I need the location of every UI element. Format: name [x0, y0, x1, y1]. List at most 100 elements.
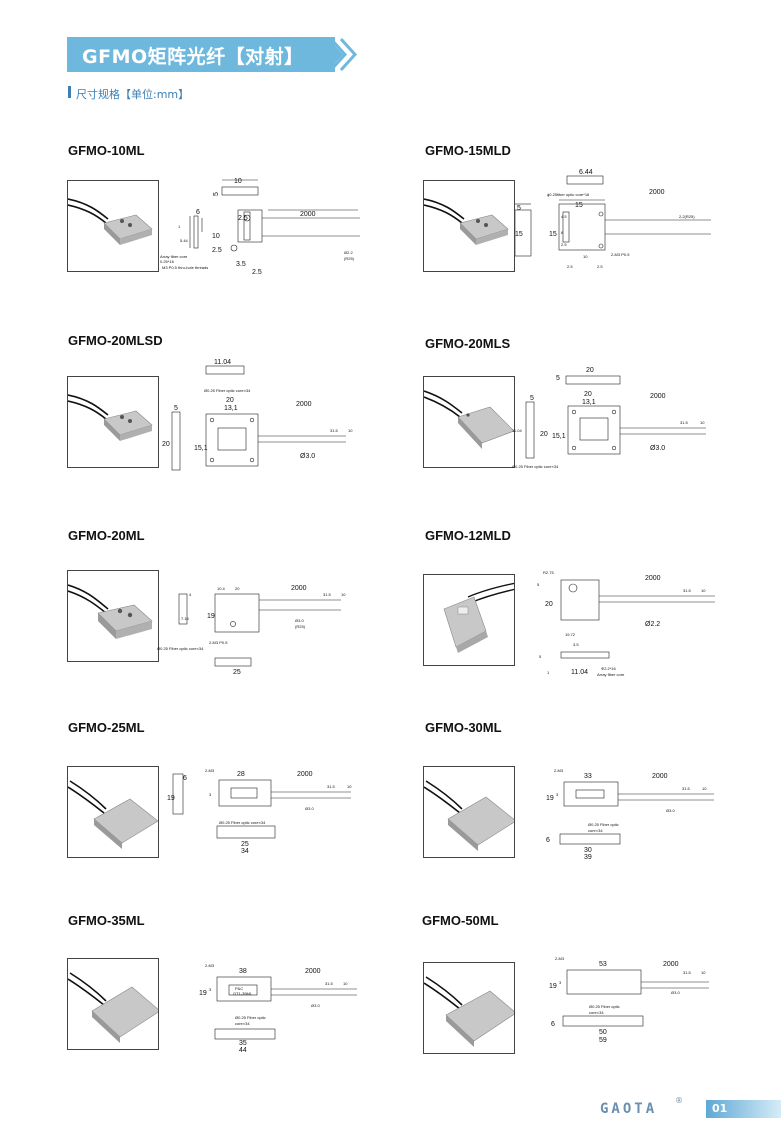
subtitle: 尺寸规格【单位:mm】	[76, 88, 190, 101]
dim-label: 19	[167, 795, 175, 802]
dim-label: 34	[241, 848, 249, 855]
model-title-25ml: GFMO-25ML	[68, 720, 145, 735]
model-title-10ml: GFMO-10ML	[68, 143, 145, 158]
dim-label: 53	[599, 961, 607, 968]
drawing-50ml: 2-M3 53 2000 19 3 31.5 10 Ø3.0 Ø0.25 Fib…	[549, 956, 709, 1044]
dim-label: 5	[537, 582, 540, 587]
drawing-20mls: 20 5 20 13,1 2000 5 11.04 20 15,1 31.5 1…	[512, 367, 706, 469]
dim-label: 10	[700, 420, 705, 425]
dim-label: 3.5	[573, 642, 579, 647]
dim-label: ϕ0.25fiber optic core*16	[547, 192, 590, 197]
product-photo-15mld	[423, 180, 515, 272]
dim-label: (R25)	[295, 624, 306, 629]
product-photo-10ml	[67, 180, 159, 272]
product-photo-25ml	[67, 766, 159, 858]
dim-label: 0.25*16	[160, 259, 175, 264]
dim-label: 2000	[300, 211, 316, 218]
model-title-12mld: GFMO-12MLD	[425, 528, 511, 543]
dim-label: 20	[540, 431, 548, 438]
dim-label: 33	[584, 773, 592, 780]
brand-label: GT1-35ML	[233, 991, 253, 996]
registered-mark: ®	[675, 1096, 683, 1105]
dim-label: Ø3.0	[295, 618, 304, 623]
dim-label: 15	[575, 202, 583, 209]
model-title-30ml: GFMO-30ML	[425, 720, 502, 735]
dim-label: 38	[239, 968, 247, 975]
dim-label: Ø0.25 Fiber optic core×34	[157, 646, 204, 651]
dim-label: M3 P0.5 thru-hole threads	[162, 265, 208, 270]
dim-label: 35	[239, 1040, 247, 1047]
dim-label: 2-M3	[205, 768, 215, 773]
dim-label: Ø0.25 Fiber optic	[235, 1015, 266, 1020]
dim-label: 6	[183, 775, 187, 782]
dim-label: core×34	[589, 1010, 604, 1015]
dim-label: 6	[196, 209, 200, 216]
dim-label: Ø3.0	[650, 445, 665, 452]
product-photo-20mls	[423, 376, 515, 468]
dim-label: 2000	[296, 401, 312, 408]
dim-label: 31.5	[330, 428, 339, 433]
dim-label: 2000	[650, 393, 666, 400]
dim-label: 2000	[645, 575, 661, 582]
dim-label: 5	[530, 395, 534, 402]
title-banner: GFMO矩阵光纤【对射】	[67, 37, 335, 72]
dim-label: 19	[207, 613, 215, 620]
product-photo-35ml	[67, 958, 159, 1050]
dim-label: Ø0.25 Fiber optic	[588, 822, 619, 827]
dim-label: 31.5	[683, 970, 692, 975]
dim-label: core×34	[235, 1021, 250, 1026]
dim-label: 2.5	[212, 247, 222, 254]
dim-label: 3.5	[236, 261, 246, 268]
dim-label: 10.4	[217, 586, 226, 591]
dim-label: 2000	[663, 961, 679, 968]
page-number-badge: 01	[706, 1100, 781, 1118]
dim-label: 13,1	[224, 405, 238, 412]
model-title-20ml: GFMO-20ML	[68, 528, 145, 543]
dim-label: Ø0.25 Fiber optic	[589, 1004, 620, 1009]
dim-label: 10	[234, 178, 242, 185]
dim-label: 2000	[291, 585, 307, 592]
dim-label: Ø0.25 Fiber optic core×34	[219, 820, 266, 825]
dim-label: 2-M3 P0.5	[611, 252, 630, 257]
dim-label: 2-M3	[555, 956, 565, 961]
dim-label: 6.44	[579, 169, 593, 176]
dim-label: (R25)	[344, 256, 355, 261]
dim-label: 6	[551, 1021, 555, 1028]
dim-label: 3	[559, 980, 562, 985]
dim-label: Ø3.0	[671, 990, 680, 995]
dim-label: 11.04	[214, 359, 231, 366]
drawing-15mld: 6.44 ϕ0.25fiber optic core*16 2000 15 15…	[515, 169, 711, 269]
dim-label: 3	[556, 792, 559, 797]
dim-label: Ø0.25 Fiber optic core×34	[512, 464, 559, 469]
dim-label: 11.04	[571, 669, 588, 676]
dim-label: 59	[599, 1037, 607, 1044]
dim-label: Array fiber core	[597, 672, 625, 677]
dim-label: 10	[702, 786, 707, 791]
dim-label: Ø3.0	[305, 806, 314, 811]
drawing-30ml: 2-M3 33 2000 19 3 31.5 10 Ø3.0 Ø0.25 Fib…	[546, 768, 714, 860]
drawing-10ml: 10 5 2000 2.5 10 3.5 2.5 Ø2.2 (R25) 5.44…	[160, 178, 360, 276]
model-title-20mlsd: GFMO-20MLSD	[68, 333, 163, 348]
drawing-12mld: R2.75 5 2000 20 31.5 10 19.72 Ø2.2 3.5 5…	[537, 570, 715, 677]
dim-label: Ø0.25 Fiber optic core×34	[204, 388, 251, 393]
dim-label: 10	[701, 588, 706, 593]
dim-label: 10	[701, 970, 706, 975]
dim-label: 25	[233, 669, 241, 676]
dim-label: 6	[546, 837, 550, 844]
dim-label: 2000	[649, 189, 665, 196]
dim-label: 4.5	[561, 214, 567, 219]
dim-label: R2.75	[543, 570, 554, 575]
dim-label: 39	[584, 854, 592, 860]
dim-label: 2.5	[561, 242, 567, 247]
dim-label: 31.5	[327, 784, 336, 789]
dim-label: Ø3.0	[300, 453, 315, 460]
dim-label: 6	[561, 230, 564, 235]
dim-label: 2.5	[238, 215, 248, 222]
dim-label: 10	[347, 784, 352, 789]
dim-label: 10	[343, 981, 348, 986]
drawing-25ml: 6 19 2-M3 28 2000 3 31.5 10 Ø3.0 Ø0.25 F…	[167, 768, 352, 855]
dim-label: Ø3.0	[311, 1003, 320, 1008]
dim-label: 15	[515, 231, 523, 238]
dim-label: Array fiber core	[160, 254, 188, 259]
dim-label: 20	[586, 367, 594, 374]
